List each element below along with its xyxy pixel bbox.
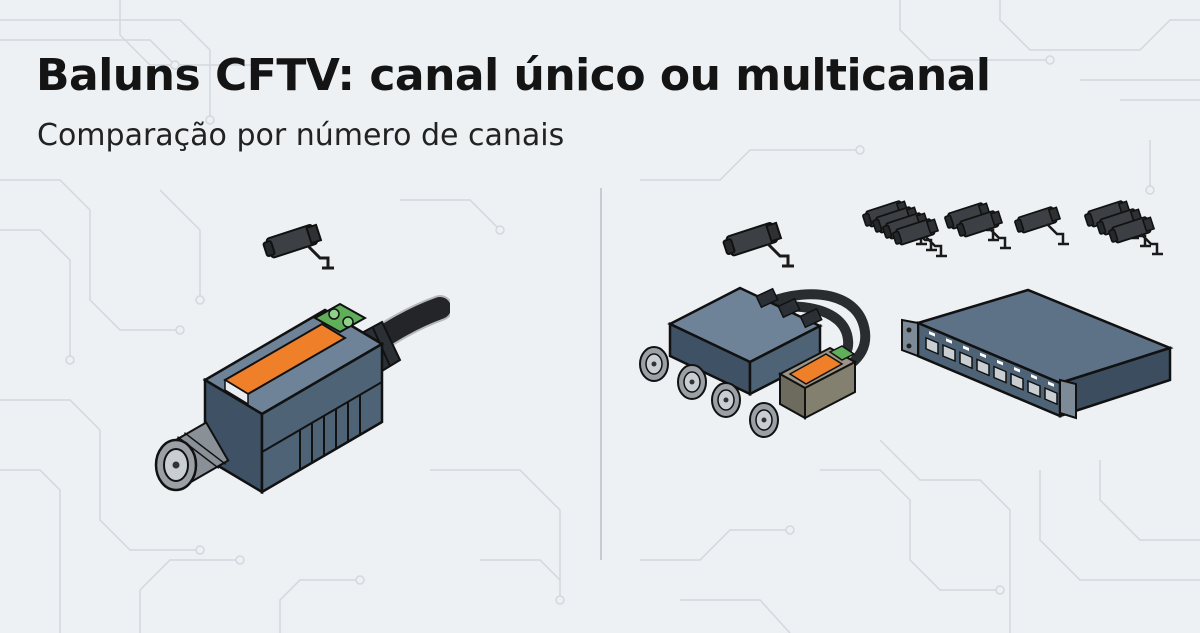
security-camera-icon — [262, 223, 334, 270]
single-channel-balun — [154, 295, 450, 495]
multi-channel-balun — [639, 286, 871, 438]
security-camera-icon — [722, 221, 794, 268]
camera-group-icons — [860, 198, 1165, 258]
camera-stack-4 — [860, 198, 949, 258]
camera-stack-2 — [942, 200, 1013, 250]
camera-single — [1012, 204, 1071, 246]
page-subtitle: Comparação por número de canais — [37, 118, 565, 153]
page-title: Baluns CFTV: canal único ou multicanal — [36, 50, 991, 101]
section-divider — [600, 188, 602, 560]
rack-balun-panel — [901, 288, 1174, 420]
camera-stack-3 — [1082, 198, 1165, 256]
